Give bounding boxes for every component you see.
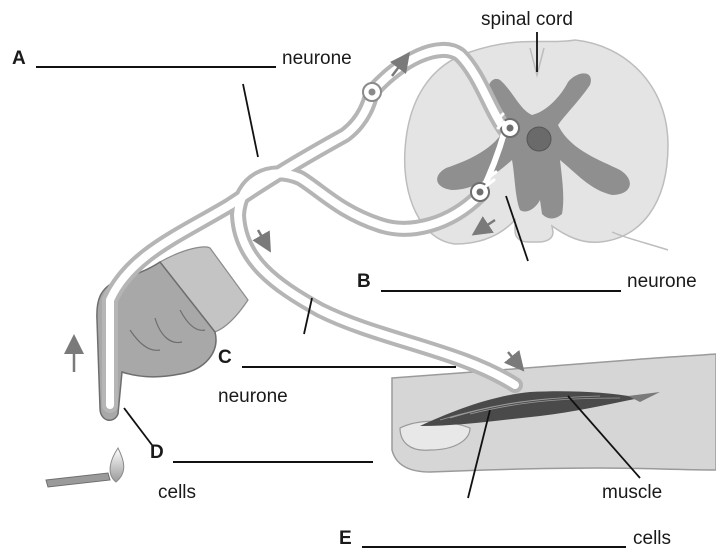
answer-blank-d[interactable] (173, 461, 373, 463)
pointer-d (124, 408, 152, 445)
label-c-letter: C (218, 347, 232, 369)
label-b-word: neurone (627, 271, 697, 293)
pointer-a (243, 84, 258, 157)
answer-blank-b[interactable] (381, 290, 621, 292)
label-e-letter: E (339, 528, 352, 550)
muscle-label: muscle (602, 482, 662, 504)
spinal-cord-label: spinal cord (481, 9, 573, 31)
label-d-word: cells (158, 482, 196, 504)
answer-blank-e[interactable] (362, 546, 626, 548)
label-d-letter: D (150, 442, 164, 464)
arrow-to-muscle (508, 352, 518, 364)
matchstick (46, 473, 110, 487)
label-a-letter: A (12, 48, 26, 70)
answer-blank-c[interactable] (242, 366, 456, 368)
motor-nucleus (477, 189, 484, 196)
central-canal (527, 127, 551, 151)
sensory-nucleus (369, 89, 376, 96)
relay-nucleus (507, 125, 514, 132)
nerve-root-lower-right (612, 232, 668, 250)
match-stimulus (46, 448, 124, 487)
label-c-word: neurone (218, 386, 288, 408)
arrow-motor (258, 230, 266, 244)
label-e-word: cells (633, 528, 671, 550)
arm-section (392, 354, 716, 472)
label-b-letter: B (357, 271, 371, 293)
answer-blank-a[interactable] (36, 66, 276, 68)
label-a-word: neurone (282, 48, 352, 70)
flame (110, 448, 124, 482)
